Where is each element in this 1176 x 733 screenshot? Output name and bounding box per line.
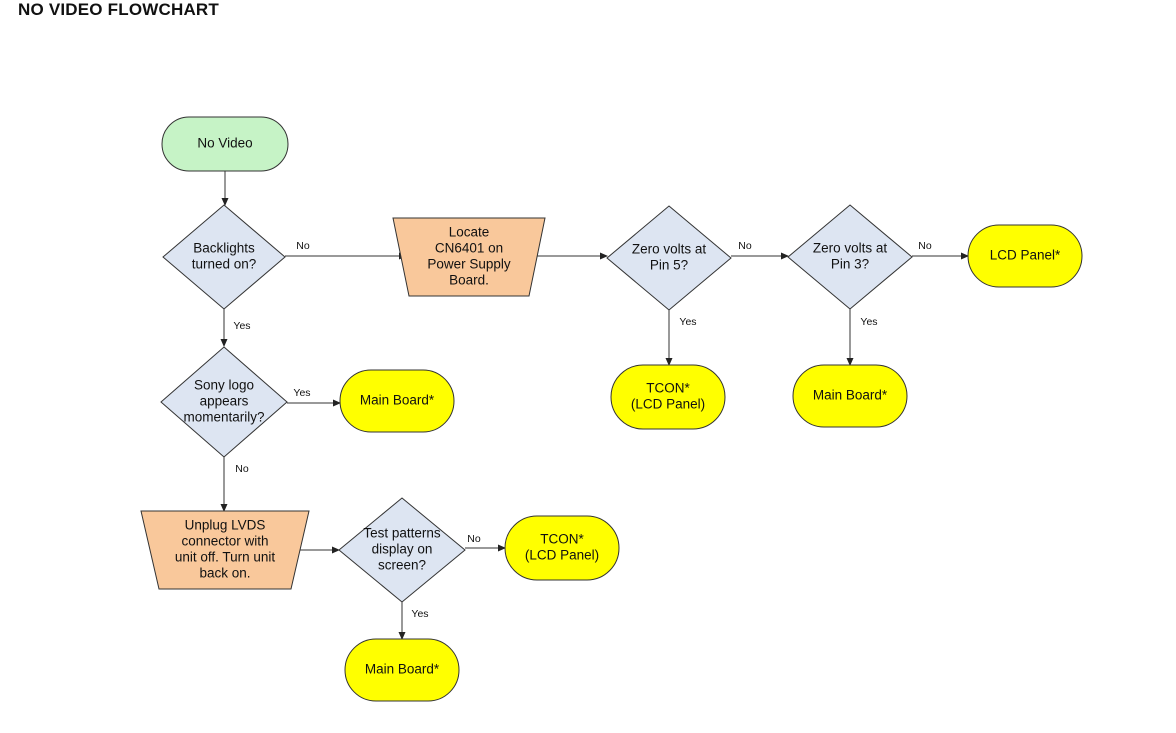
unplug-lvds-label-line: Unplug LVDS <box>185 518 266 533</box>
lcd-panel-label-line: LCD Panel* <box>990 248 1061 263</box>
sony-logo-decision-shape <box>160 346 288 458</box>
no-video-label-line: No Video <box>197 136 252 151</box>
main-board-2-label-line: Main Board* <box>813 388 888 403</box>
main-board-3-terminal-shape <box>344 638 460 702</box>
locate-cn6401-label-line: Board. <box>449 273 489 288</box>
zero-pin5-label-line: Pin 5? <box>650 258 688 273</box>
edge-label-yes: Yes <box>860 316 877 328</box>
tcon-2-label-line: (LCD Panel) <box>525 548 599 563</box>
page-title: NO VIDEO FLOWCHART <box>18 0 219 19</box>
edge-label-yes: Yes <box>411 608 428 620</box>
edge-label-yes: Yes <box>679 316 696 328</box>
tcon-1-label-line: (LCD Panel) <box>631 397 705 412</box>
unplug-lvds-process-shape <box>140 510 310 590</box>
locate-cn6401-process-shape <box>392 217 546 297</box>
sony-logo-label-line: appears <box>200 394 249 409</box>
edge-label-yes: Yes <box>233 320 250 332</box>
node-no-video: No Video <box>161 116 289 172</box>
node-tcon-1: TCON*(LCD Panel) <box>610 364 726 430</box>
locate-cn6401-label-line: CN6401 on <box>435 241 503 256</box>
edge-label-no: No <box>467 533 481 545</box>
sony-logo-label-line: Sony logo <box>194 378 254 393</box>
tcon-2-label-line: TCON* <box>540 532 584 547</box>
zero-pin3-label-line: Pin 3? <box>831 257 869 272</box>
locate-cn6401-label-line: Locate <box>449 225 490 240</box>
tcon-2-terminal-shape <box>504 515 620 581</box>
node-main-board-2: Main Board* <box>792 364 908 428</box>
zero-pin5-decision-shape <box>606 205 732 311</box>
test-patterns-label-line: screen? <box>378 558 426 573</box>
main-board-3-label-line: Main Board* <box>365 662 440 677</box>
edge-label-yes: Yes <box>293 387 310 399</box>
zero-pin3-decision-shape <box>787 204 913 310</box>
node-main-board-3: Main Board* <box>344 638 460 702</box>
unplug-lvds-label-line: unit off. Turn unit <box>175 550 276 565</box>
node-lcd-panel: LCD Panel* <box>967 224 1083 288</box>
unplug-lvds-label-line: back on. <box>199 566 250 581</box>
node-main-board-1: Main Board* <box>339 369 455 433</box>
node-tcon-2: TCON*(LCD Panel) <box>504 515 620 581</box>
edge-label-no: No <box>738 240 752 252</box>
backlights-decision-shape <box>162 204 286 310</box>
test-patterns-label-line: Test patterns <box>363 526 441 541</box>
main-board-1-label-line: Main Board* <box>360 393 435 408</box>
locate-cn6401-label-line: Power Supply <box>427 257 511 272</box>
tcon-1-terminal-shape <box>610 364 726 430</box>
tcon-1-label-line: TCON* <box>646 381 690 396</box>
edge-label-no: No <box>918 240 932 252</box>
backlights-label-line: Backlights <box>193 241 255 256</box>
backlights-label-line: turned on? <box>192 257 257 272</box>
test-patterns-decision-shape <box>338 497 466 603</box>
zero-pin5-label-line: Zero volts at <box>632 242 707 257</box>
unplug-lvds-label-line: connector with <box>181 534 268 549</box>
main-board-2-terminal-shape <box>792 364 908 428</box>
edge-label-no: No <box>296 240 310 252</box>
lcd-panel-terminal-shape <box>967 224 1083 288</box>
test-patterns-label-line: display on <box>372 542 433 557</box>
no-video-terminal-shape <box>161 116 289 172</box>
sony-logo-label-line: momentarily? <box>183 410 264 425</box>
zero-pin3-label-line: Zero volts at <box>813 241 888 256</box>
main-board-1-terminal-shape <box>339 369 455 433</box>
edge-label-no: No <box>235 463 249 475</box>
